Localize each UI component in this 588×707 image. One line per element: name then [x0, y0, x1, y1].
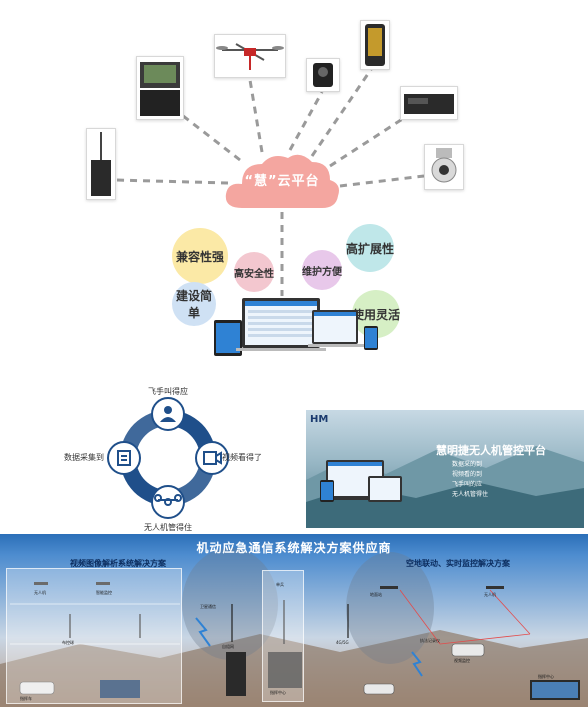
diagram-label: 智能监控 [96, 590, 112, 595]
feature-maintenance: 维护方便 [302, 250, 342, 290]
antenna-icon [91, 132, 111, 196]
diagram-label: 单兵 [276, 582, 284, 587]
company-logo: HM [310, 414, 329, 425]
solution-board-section: 机动应急通信系统解决方案供应商 视频图像解析系统解决方案 空地联动、实时监控解决… [0, 534, 588, 707]
video-camera-icon [203, 451, 222, 465]
diagram-label: 自组网 [222, 644, 234, 649]
feature-easy-build: 建设简单 [172, 282, 216, 326]
right-solution-subtitle: 空地联动、实时监控解决方案 [406, 559, 510, 568]
dvr-icon [404, 94, 454, 114]
diagram-label: 指挥车 [20, 696, 32, 701]
drone-icon [216, 43, 284, 70]
center-solution-panel [262, 570, 304, 702]
solution-main-title: 机动应急通信系统解决方案供应商 [196, 541, 392, 555]
ring-label-data: 数据采集到 [64, 453, 104, 462]
banner-feature-item: 飞手叫的应 [452, 481, 483, 488]
banner-feature-item: 视频看的到 [452, 471, 483, 478]
left-solution-subtitle: 视频图像解析系统解决方案 [70, 559, 166, 568]
radio-base-station-device [86, 128, 116, 200]
management-section: 飞手叫得应 视频看得了 无人机管得住 数据采集到 HM 慧明捷无人机管控平台 数… [0, 372, 588, 532]
diagram-label: 执法记录仪 [420, 638, 440, 643]
feature-scalability: 高扩展性 [346, 224, 394, 272]
banner-feature-list: 数据采的到 视频看的到 飞手叫的应 无人机管得住 [452, 460, 488, 500]
phone-icon [365, 24, 385, 66]
feature-security: 高安全性 [234, 252, 274, 292]
briefcase-icon [140, 62, 180, 116]
cloud-platform-section: “慧”云平台 兼容性强 高安全性 维护方便 高扩展性 建设简单 使用灵活 [86, 20, 464, 356]
ring-label-drone-control: 无人机管得住 [144, 523, 192, 532]
ring-label-video: 视频看得了 [222, 453, 262, 462]
dome-camera-icon [431, 148, 457, 183]
rugged-phone-device [360, 20, 390, 70]
cloud-icon [225, 154, 339, 208]
platform-screens-illustration [214, 298, 378, 356]
connection-lines [114, 67, 425, 296]
diagram-label: 视频监控 [454, 658, 470, 663]
banner-feature-item: 数据采的到 [452, 461, 483, 468]
ring-label-pilot: 飞手叫得应 [148, 387, 188, 396]
diagram-label: 指挥中心 [270, 690, 286, 695]
smart-dome-camera-device [424, 144, 464, 190]
diagram-label: 指挥中心 [538, 674, 554, 679]
diagram-label: 无人机 [484, 592, 496, 597]
diagram-label: 布控球 [62, 640, 74, 645]
diagram-label: 无人机 [34, 590, 46, 595]
feature-compatibility: 兼容性强 [172, 228, 228, 284]
left-solution-panel [6, 568, 182, 704]
banner-feature-item: 无人机管得住 [452, 491, 489, 498]
user-icon [160, 406, 176, 422]
mountain-background [306, 446, 584, 528]
portable-command-case-device [136, 56, 184, 120]
drone-icon [154, 494, 182, 506]
body-camera-icon [313, 63, 333, 87]
diagram-label: 地面站 [370, 592, 382, 597]
cloud-platform-title: “慧”云平台 [244, 174, 320, 189]
solution-board-illustration [0, 548, 588, 707]
diagram-label: 卫星通信 [200, 604, 216, 609]
banner-title: 慧明捷无人机管控平台 [436, 444, 546, 457]
four-function-ring [107, 397, 229, 519]
drone-device [214, 34, 286, 78]
diagram-label: 4G/5G [336, 640, 349, 645]
document-icon [117, 450, 131, 466]
drone-platform-banner: HM 慧明捷无人机管控平台 数据采的到 视频看的到 飞手叫的应 无人机管得住 [306, 410, 584, 528]
body-camera-device [306, 58, 340, 92]
vehicle-dvr-device [400, 86, 458, 120]
